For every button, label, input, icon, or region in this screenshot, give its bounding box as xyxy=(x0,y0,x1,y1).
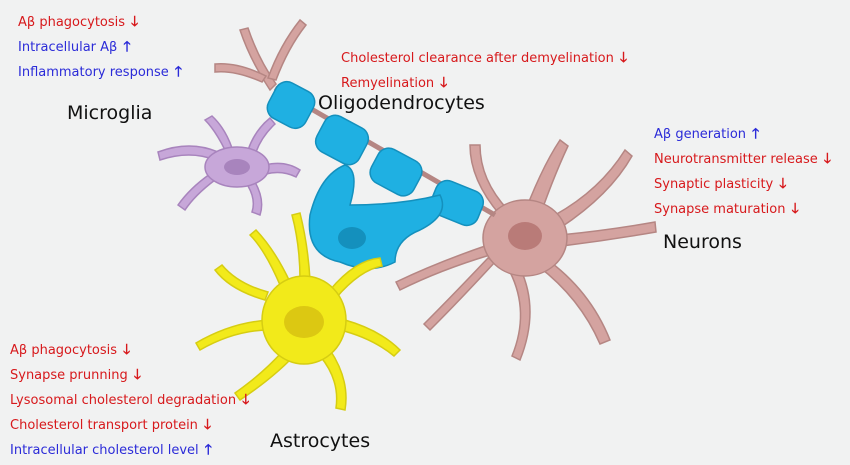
effect-text: Synapse prunning xyxy=(10,368,128,383)
arrow-down-icon: 🡓 xyxy=(131,14,139,30)
effect-text: Synapse maturation xyxy=(654,202,786,217)
effect-text: Neurotransmitter release xyxy=(654,152,818,167)
arrow-down-icon: 🡓 xyxy=(203,417,212,433)
arrow-down-icon: 🡓 xyxy=(242,392,250,408)
astrocytes-effect-item: Synapse prunning 🡓 xyxy=(10,363,249,388)
oligodendrocytes-effect-item: Cholesterol clearance after demyelinatio… xyxy=(341,46,627,71)
neurons-effect-item: Aβ generation 🡑 xyxy=(654,122,831,147)
effect-text: Lysosomal cholesterol degradation xyxy=(10,393,237,408)
arrow-down-icon: 🡓 xyxy=(133,367,142,383)
neuron-cell xyxy=(214,18,657,362)
neurons-effect-item: Synaptic plasticity 🡓 xyxy=(654,172,831,197)
label-astrocytes: Astrocytes xyxy=(270,430,371,452)
astrocytes-effect-item: Cholesterol transport protein 🡓 xyxy=(10,413,249,438)
astrocytes-effect-item: Aβ phagocytosis 🡓 xyxy=(10,338,249,363)
arrow-up-icon: 🡑 xyxy=(752,126,760,142)
arrow-down-icon: 🡓 xyxy=(440,75,448,91)
effect-text: Cholesterol transport protein xyxy=(10,418,198,433)
effect-text: Aβ phagocytosis xyxy=(18,15,126,30)
arrow-down-icon: 🡓 xyxy=(823,151,832,167)
label-microglia: Microglia xyxy=(67,102,153,124)
astrocyte-cell xyxy=(194,212,402,411)
effect-text: Intracellular Aβ xyxy=(18,40,118,55)
oligodendrocyte-cell xyxy=(266,80,485,270)
effect-text: Inflammatory response xyxy=(18,65,169,80)
astrocytes-effect-item: Intracellular cholesterol level 🡑 xyxy=(10,438,249,463)
effect-text: Remyelination xyxy=(341,76,435,91)
arrow-up-icon: 🡑 xyxy=(204,442,212,458)
effect-text: Aβ generation xyxy=(654,127,747,142)
arrow-down-icon: 🡓 xyxy=(779,176,787,192)
arrow-up-icon: 🡑 xyxy=(123,39,131,55)
astrocyte-effects: Aβ phagocytosis🡓Synapse prunning🡓Lysosom… xyxy=(10,338,249,463)
label-oligodendrocytes: Oligodendrocytes xyxy=(318,92,485,114)
effect-text: Synaptic plasticity xyxy=(654,177,774,192)
neuron-effects: Aβ generation🡑Neurotransmitter release🡓S… xyxy=(654,122,831,222)
arrow-up-icon: 🡑 xyxy=(174,64,183,80)
microglia-cell xyxy=(157,115,301,216)
oligodendrocytes-effect-item: Remyelination 🡓 xyxy=(341,71,627,96)
label-neurons: Neurons xyxy=(663,231,742,253)
effect-text: Aβ phagocytosis xyxy=(10,343,118,358)
arrow-down-icon: 🡓 xyxy=(619,50,628,66)
effect-text: Intracellular cholesterol level xyxy=(10,443,199,458)
microglia-effect-item: Aβ phagocytosis 🡓 xyxy=(18,10,182,35)
neurons-effect-item: Neurotransmitter release 🡓 xyxy=(654,147,831,172)
oligodendrocyte-effects: Cholesterol clearance after demyelinatio… xyxy=(341,46,627,96)
neurons-effect-item: Synapse maturation 🡓 xyxy=(654,197,831,222)
astrocytes-effect-item: Lysosomal cholesterol degradation 🡓 xyxy=(10,388,249,413)
microglia-effect-item: Intracellular Aβ 🡑 xyxy=(18,35,182,60)
arrow-down-icon: 🡓 xyxy=(791,201,799,217)
microglia-effects: Aβ phagocytosis🡓Intracellular Aβ🡑Inflamm… xyxy=(18,10,182,85)
arrow-down-icon: 🡓 xyxy=(123,342,131,358)
microglia-effect-item: Inflammatory response 🡑 xyxy=(18,60,182,85)
effect-text: Cholesterol clearance after demyelinatio… xyxy=(341,51,614,66)
